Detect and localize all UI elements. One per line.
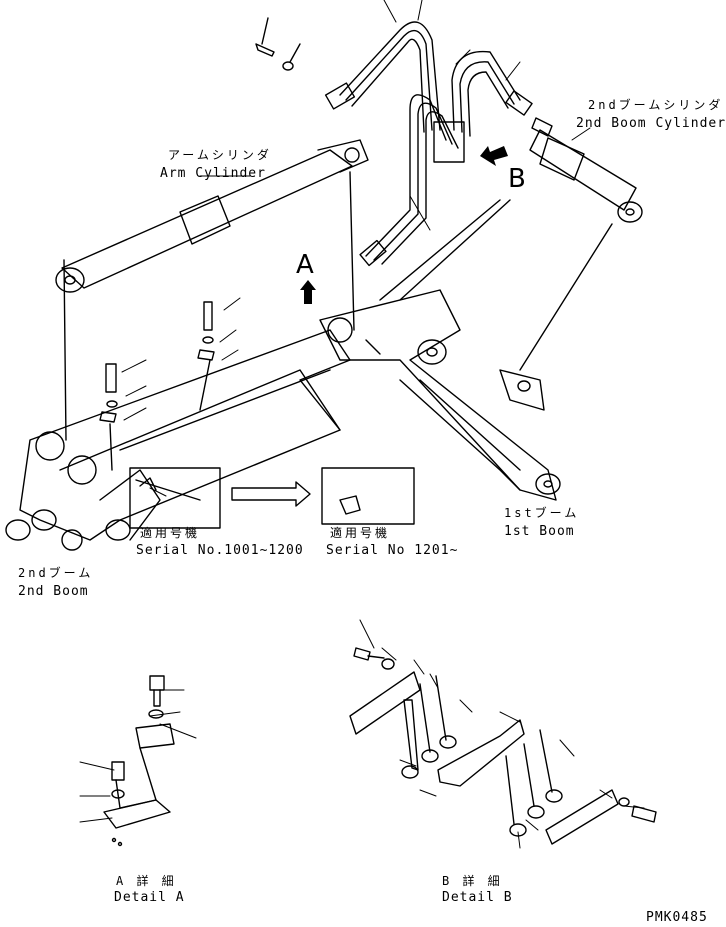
view-b-marker: B bbox=[508, 164, 527, 194]
boom2-label-jp: 2ndブーム bbox=[18, 566, 94, 580]
detail-a bbox=[103, 675, 175, 847]
view-a-marker: A bbox=[296, 250, 315, 280]
serial-inset bbox=[129, 467, 415, 529]
boom2-cylinder-label-jp: 2ndブームシリンダ bbox=[588, 98, 724, 112]
arm-cylinder-label: Arm Cylinder bbox=[160, 166, 266, 181]
drawing-code: PMK0485 bbox=[646, 910, 708, 925]
boom1 bbox=[319, 199, 561, 501]
boom2 bbox=[5, 317, 353, 551]
hydraulic-pipes bbox=[324, 21, 533, 267]
serial-new-label-jp: 適用号機 bbox=[330, 526, 391, 540]
detail-b bbox=[349, 647, 657, 845]
serial-old-label: Serial No.1001~1200 bbox=[136, 543, 304, 558]
detail-a-label-jp: A 詳 細 bbox=[116, 874, 177, 888]
top-bolt bbox=[255, 17, 301, 71]
detail-a-label: Detail A bbox=[114, 890, 185, 905]
serial-new-label: Serial No 1201~ bbox=[326, 543, 459, 558]
boom1-label-jp: 1stブーム bbox=[504, 506, 580, 520]
arm-cylinder bbox=[55, 139, 369, 293]
detail-b-label-jp: B 詳 細 bbox=[442, 874, 503, 888]
boom1-label: 1st Boom bbox=[504, 524, 575, 539]
leader-lines bbox=[79, 0, 645, 849]
arm-clamps bbox=[63, 171, 613, 471]
serial-old-label-jp: 適用号機 bbox=[140, 526, 201, 540]
boom2-cylinder-label: 2nd Boom Cylinder bbox=[576, 116, 726, 131]
boom2-label: 2nd Boom bbox=[18, 584, 89, 599]
boom2-cylinder bbox=[529, 117, 643, 223]
detail-b-label: Detail B bbox=[442, 890, 513, 905]
view-arrows bbox=[300, 146, 508, 304]
arm-cylinder-label-jp: アームシリンダ bbox=[168, 148, 272, 162]
